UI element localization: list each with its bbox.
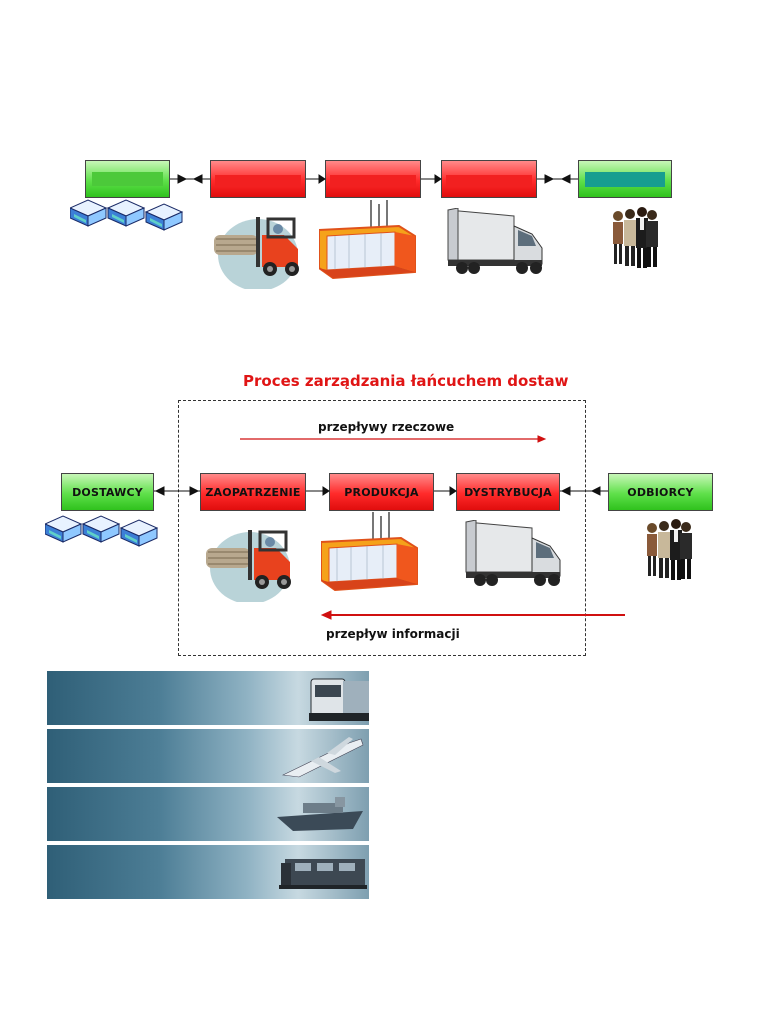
ship-silhouette-icon: [277, 797, 363, 831]
truck-icon: [465, 520, 561, 587]
top-node-production-bar: [330, 175, 416, 187]
truck-photo: [47, 671, 369, 725]
material-flow-arrow: [240, 435, 547, 443]
node-procurement: ZAOPATRZENIE: [200, 473, 306, 511]
top-node-distribution: [441, 160, 537, 198]
airplane-silhouette-icon: [281, 737, 364, 778]
node-suppliers: DOSTAWCY: [61, 473, 154, 511]
top-connectors: [170, 174, 578, 184]
top-node-distribution-bar: [446, 175, 532, 187]
node-production: PRODUKCJA: [329, 473, 434, 511]
scm-boundary: [178, 400, 586, 656]
information-flow-label: przepływ informacji: [326, 627, 460, 641]
diagram-title: Proces zarządzania łańcuchem dostaw: [243, 372, 569, 390]
top-node-procurement-bar: [215, 175, 301, 187]
top-boxes-icon: [70, 199, 183, 231]
node-customers: ODBIORCY: [608, 473, 713, 511]
main-connectors: [154, 435, 625, 620]
truck-silhouette-icon: [309, 678, 369, 721]
train-photo: [47, 845, 369, 899]
factory-icon: [321, 512, 418, 591]
top-truck-icon: [447, 208, 543, 275]
top-forklift-icon: [212, 215, 301, 289]
top-node-suppliers: [85, 160, 170, 198]
top-node-customers-bar: [585, 172, 665, 187]
airplane-photo: [47, 729, 369, 783]
top-business-people-icon: [613, 207, 658, 268]
business-people-icon: [647, 519, 692, 580]
information-flow-arrow: [320, 610, 625, 620]
forklift-icon: [204, 528, 293, 602]
train-silhouette-icon: [279, 859, 367, 889]
top-node-suppliers-bar: [92, 172, 163, 186]
material-flow-label: przepływy rzeczowe: [318, 420, 455, 434]
top-node-production: [325, 160, 421, 198]
node-distribution: DYSTRYBUCJA: [456, 473, 560, 511]
top-node-customers: [578, 160, 672, 198]
boxes-icon: [45, 515, 158, 547]
ship-photo: [47, 787, 369, 841]
top-node-procurement: [210, 160, 306, 198]
top-factory-icon: [319, 200, 416, 279]
